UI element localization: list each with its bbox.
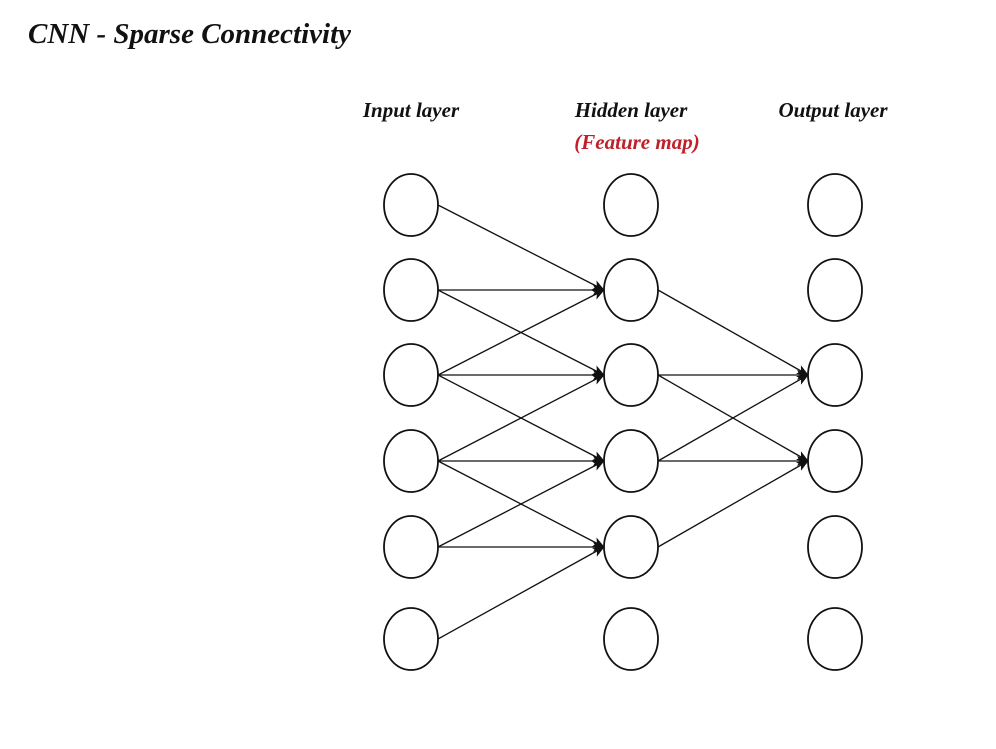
connection-input-3-to-hidden-2 [437,374,605,462]
input-node-5 [383,515,439,579]
hidden-node-1 [603,173,659,237]
hidden-node-5 [603,515,659,579]
hidden-node-6 [603,607,659,671]
connection-hidden-4-to-output-3 [657,460,809,548]
slide-title: CNN - Sparse Connectivity [28,18,352,50]
feature-map-label: (Feature map) [574,130,700,154]
hidden-node-4 [603,429,659,493]
input-node-6 [383,607,439,671]
hidden-node-3 [603,343,659,407]
input-layer-label: Input layer [362,98,460,122]
input-node-2 [383,258,439,322]
connections-group [437,204,809,640]
connection-hidden-3-to-output-2 [657,374,809,462]
connection-input-0-to-hidden-1 [437,204,605,291]
output-node-1 [807,173,863,237]
hidden-node-2 [603,258,659,322]
hidden-layer-label: Hidden layer [574,98,688,122]
input-node-4 [383,429,439,493]
connection-hidden-1-to-output-2 [657,289,809,376]
connection-input-4-to-hidden-3 [437,460,605,548]
output-node-3 [807,343,863,407]
output-node-2 [807,258,863,322]
output-node-5 [807,515,863,579]
connection-input-2-to-hidden-1 [437,289,605,376]
output-node-4 [807,429,863,493]
nodes-group [383,173,863,671]
output-layer-label: Output layer [778,98,888,122]
connection-input-5-to-hidden-4 [437,546,605,640]
input-node-1 [383,173,439,237]
output-node-6 [807,607,863,671]
input-node-3 [383,343,439,407]
